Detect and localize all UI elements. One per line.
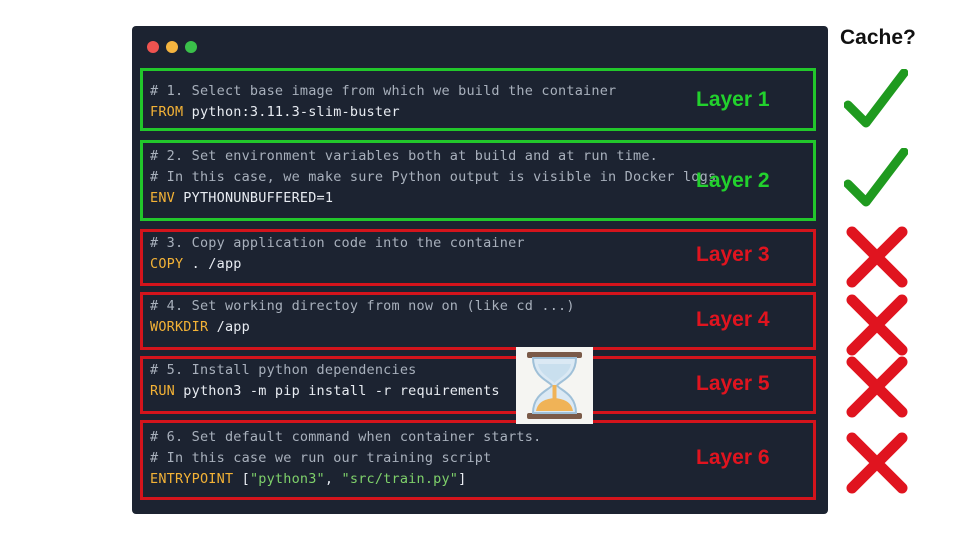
code-line: # 1. Select base image from which we bui…: [150, 81, 616, 102]
code-comment: # 6. Set default command when container …: [150, 429, 542, 445]
code-line: # 6. Set default command when container …: [150, 427, 541, 448]
code-line: ENV PYTHONUNBUFFERED=1: [150, 188, 716, 209]
instruction-keyword: ENTRYPOINT: [150, 471, 234, 487]
cross-icon: [844, 226, 910, 292]
code-comment: # 5. Install python dependencies: [150, 362, 417, 378]
code-line: COPY . /app: [150, 254, 525, 275]
layer-2-label: Layer 2: [696, 169, 770, 192]
code-block: # 2. Set environment variables both at b…: [150, 146, 716, 209]
code-line: # 3. Copy application code into the cont…: [150, 233, 525, 254]
code-comment: # 2. Set environment variables both at b…: [150, 148, 658, 164]
code-line: # 5. Install python dependencies: [150, 360, 500, 381]
check-icon: [843, 147, 909, 214]
code-line: WORKDIR /app: [150, 317, 575, 338]
instruction-keyword: RUN: [150, 383, 175, 399]
minimize-dot-icon: [166, 41, 178, 53]
code-line: # 2. Set environment variables both at b…: [150, 146, 716, 167]
layer-4-label: Layer 4: [696, 308, 770, 331]
code-comment: # 4. Set working directoy from now on (l…: [150, 298, 575, 314]
code-line: RUN python3 -m pip install -r requiremen…: [150, 381, 500, 402]
layer-3-box: # 3. Copy application code into the cont…: [140, 229, 816, 286]
cross-icon: [844, 356, 910, 422]
layer-1-box: # 1. Select base image from which we bui…: [140, 68, 816, 131]
instruction-keyword: COPY: [150, 256, 184, 272]
terminal-window: [132, 26, 828, 514]
hourglass-icon: [516, 347, 593, 424]
code-line: FROM python:3.11.3-slim-buster: [150, 102, 616, 123]
layer-6-label: Layer 6: [696, 446, 770, 469]
layer-2-box: # 2. Set environment variables both at b…: [140, 140, 816, 221]
instruction-keyword: FROM: [150, 104, 184, 120]
code-text: python3 -m pip install -r requirements: [174, 383, 500, 399]
maximize-dot-icon: [185, 41, 197, 53]
instruction-keyword: WORKDIR: [150, 319, 209, 335]
code-comment: # 1. Select base image from which we bui…: [150, 83, 617, 99]
code-line: ENTRYPOINT ["python3", "src/train.py"]: [150, 469, 541, 490]
code-text: python:3.11.3-slim-buster: [183, 104, 400, 120]
layer-5-label: Layer 5: [696, 372, 770, 395]
layer-4-box: # 4. Set working directoy from now on (l…: [140, 292, 816, 350]
code-comment: # 3. Copy application code into the cont…: [150, 235, 525, 251]
code-comment: # In this case, we make sure Python outp…: [150, 169, 717, 185]
cross-icon: [844, 294, 910, 360]
string-literal: "src/train.py": [341, 471, 459, 487]
code-block: # 4. Set working directoy from now on (l…: [150, 296, 575, 338]
code-text: ]: [458, 471, 467, 487]
code-line: # In this case, we make sure Python outp…: [150, 167, 716, 188]
code-text: PYTHONUNBUFFERED=1: [174, 190, 334, 206]
code-block: # 6. Set default command when container …: [150, 427, 541, 490]
code-line: # 4. Set working directoy from now on (l…: [150, 296, 575, 317]
code-comment: # In this case we run our training scrip…: [150, 450, 492, 466]
code-block: # 3. Copy application code into the cont…: [150, 233, 525, 275]
code-text: ,: [324, 471, 342, 487]
code-block: # 1. Select base image from which we bui…: [150, 81, 616, 123]
code-text: /app: [208, 319, 250, 335]
layer-1-label: Layer 1: [696, 88, 770, 111]
cross-icon: [844, 432, 910, 498]
cache-header: Cache?: [840, 26, 916, 49]
instruction-keyword: ENV: [150, 190, 175, 206]
close-dot-icon: [147, 41, 159, 53]
code-text: [: [233, 471, 250, 487]
check-icon: [843, 68, 909, 135]
string-literal: "python3": [249, 471, 325, 487]
layer-6-box: # 6. Set default command when container …: [140, 420, 816, 500]
code-line: # In this case we run our training scrip…: [150, 448, 541, 469]
code-text: . /app: [183, 256, 242, 272]
layer-3-label: Layer 3: [696, 243, 770, 266]
